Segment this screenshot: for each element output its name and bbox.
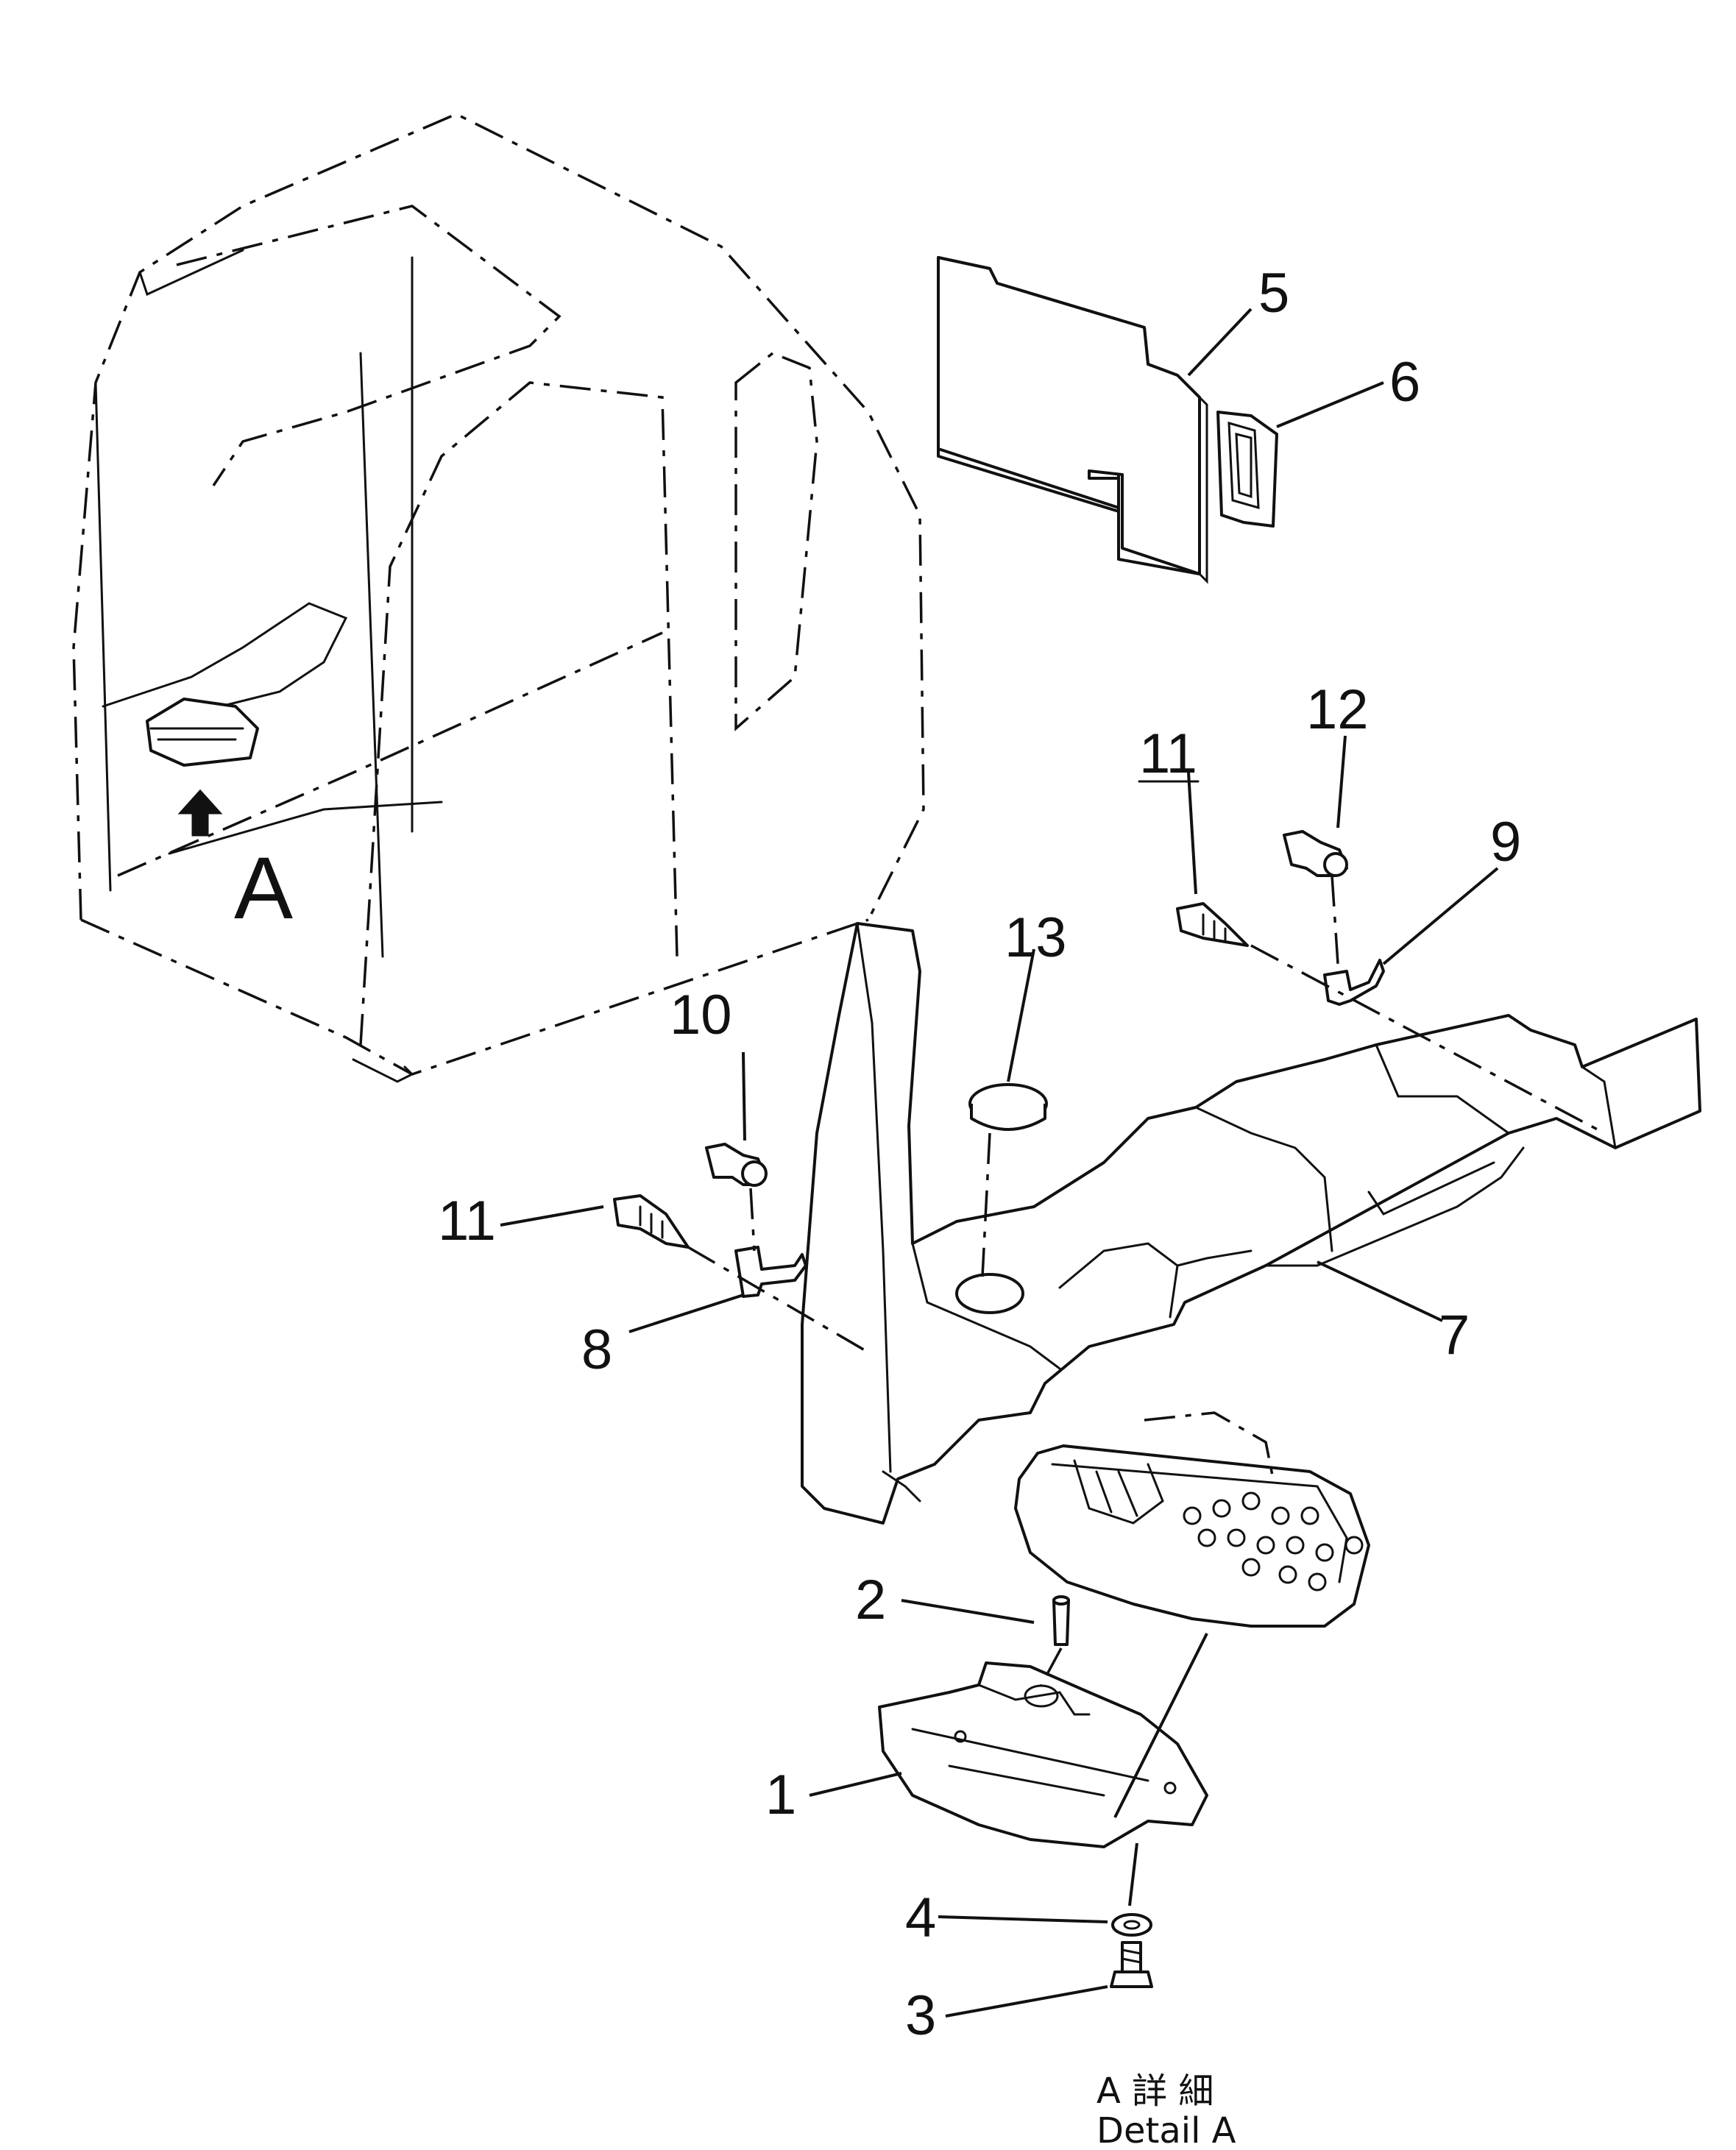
part-9-clip [1323,959,1385,1006]
callout-11-upper: 11 [1139,723,1197,785]
callout-9: 9 [1490,811,1521,873]
callout-5: 5 [1258,262,1289,324]
callout-2: 2 [855,1569,886,1631]
part-4-washer [1111,1913,1152,1937]
part-11-screw-upper [1176,902,1249,947]
monitor-buttons [1183,1491,1364,1592]
leader-lines [500,308,1499,2018]
part-2-pin [1052,1595,1070,1646]
part-3-bolt [1110,1941,1153,1988]
operator-cab-outline [72,113,925,1083]
callout-1: 1 [765,1764,796,1826]
callout-13: 13 [1005,907,1067,969]
part-12-clip [1283,830,1348,877]
part-11-screw-lower [613,1194,690,1249]
part-13-cap [968,1083,1048,1131]
part-5-cover-plate [937,256,1208,584]
part-7-console [801,922,1701,1628]
view-marker-a: A [234,839,293,937]
callout-6: 6 [1389,351,1420,414]
part-6-grommet [1216,411,1278,528]
view-arrow-icon [177,789,223,837]
callout-12: 12 [1306,678,1369,741]
callout-7: 7 [1439,1304,1470,1366]
detail-title-jp: A 詳 細 [1096,2071,1214,2112]
detail-title-en: Detail A [1096,2110,1236,2150]
callout-11-lower: 11 [438,1190,496,1252]
part-10-clip [705,1143,768,1187]
callout-10: 10 [670,984,732,1046]
part-8-clip [734,1246,807,1298]
callout-3: 3 [905,1984,936,2047]
part-1-bracket [878,1661,1208,1848]
callout-8: 8 [581,1319,612,1381]
callout-4: 4 [905,1887,936,1949]
